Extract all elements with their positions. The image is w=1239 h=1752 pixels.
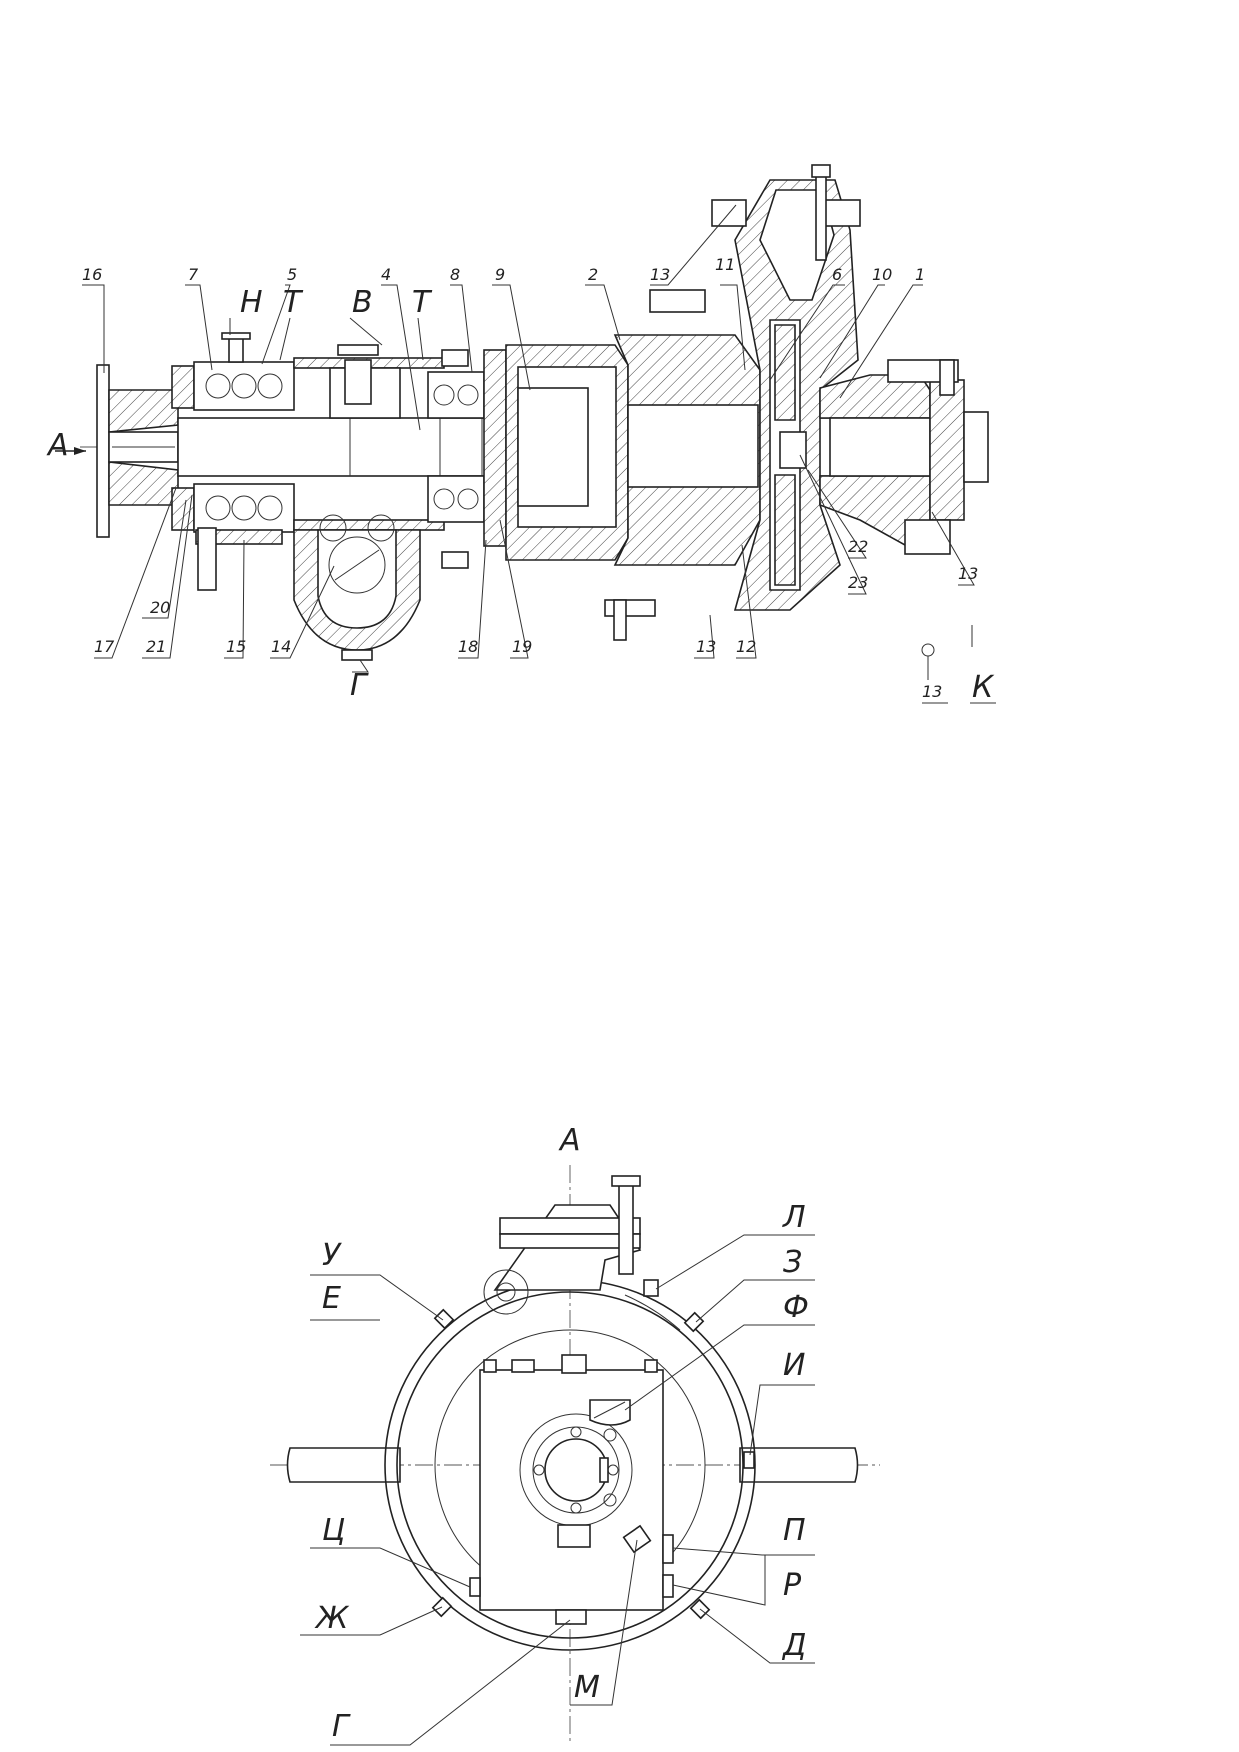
zone-label-t-left: Т <box>283 285 304 320</box>
end-view-leaders <box>300 1234 815 1746</box>
part-label-21: 21 <box>146 637 166 656</box>
part-label-22: 22 <box>848 537 868 556</box>
note-letter-k: К <box>972 670 995 705</box>
label-r: Р <box>783 1568 802 1603</box>
label-z: З <box>783 1245 802 1280</box>
label-i: И <box>783 1348 805 1383</box>
bottom-leaders <box>94 454 996 704</box>
part-label-15: 15 <box>226 637 246 656</box>
note-symbol-13: 13 <box>922 682 942 701</box>
part-label-13-top: 13 <box>650 265 670 284</box>
part-label-9: 9 <box>495 265 505 284</box>
part-label-20: 20 <box>150 598 170 617</box>
bracket <box>604 289 761 617</box>
section-view: А 16 7 5 4 8 9 2 13 11 6 10 1 Н Т В Т 17… <box>46 164 996 705</box>
label-zh: Ж <box>314 1601 350 1636</box>
view-letter-a: А <box>558 1123 581 1158</box>
part-label-11: 11 <box>715 255 735 274</box>
label-e: Е <box>322 1281 341 1316</box>
coupling-flange <box>96 364 179 538</box>
part-label-13-right: 13 <box>958 564 978 583</box>
part-label-4: 4 <box>381 265 391 284</box>
suction-nozzle <box>819 359 989 555</box>
part-label-19: 19 <box>512 637 532 656</box>
part-label-5: 5 <box>287 265 297 284</box>
part-label-8: 8 <box>450 265 460 284</box>
part-label-23: 23 <box>848 573 868 592</box>
label-d: Д <box>781 1628 806 1663</box>
zone-label-t-right: Т <box>412 285 433 320</box>
part-label-14: 14 <box>271 637 291 656</box>
top-leaders <box>82 204 923 431</box>
adapter-plate <box>479 1369 664 1611</box>
view-arrow-a: А <box>46 428 69 463</box>
part-label-6: 6 <box>832 265 842 284</box>
label-g-bottom: Г <box>332 1709 351 1744</box>
part-label-12: 12 <box>736 637 756 656</box>
label-f: Ф <box>783 1290 809 1325</box>
part-label-1: 1 <box>915 265 925 284</box>
zone-label-g-top: Г <box>350 668 369 703</box>
label-u: У <box>322 1238 342 1273</box>
part-label-7: 7 <box>188 265 199 284</box>
zone-label-n: Н <box>240 285 263 320</box>
label-l: Л <box>782 1200 806 1235</box>
central-housing <box>293 344 445 661</box>
label-p: П <box>783 1513 806 1548</box>
part-label-10: 10 <box>872 265 892 284</box>
end-view-a: А У Е Ц Ж Г Л З Ф И П Р Д М <box>270 1123 880 1746</box>
zone-label-v: В <box>352 285 373 320</box>
adapter-block <box>505 344 629 561</box>
label-ts: Ц <box>322 1513 345 1548</box>
bearing-housing <box>171 332 295 591</box>
volute-casing <box>711 164 861 611</box>
part-label-2: 2 <box>588 265 598 284</box>
part-label-17: 17 <box>94 637 115 656</box>
label-m: М <box>574 1670 600 1705</box>
right-bearings <box>427 349 507 569</box>
part-label-16: 16 <box>82 265 102 284</box>
part-label-18: 18 <box>458 637 478 656</box>
part-label-13-bottom: 13 <box>696 637 716 656</box>
